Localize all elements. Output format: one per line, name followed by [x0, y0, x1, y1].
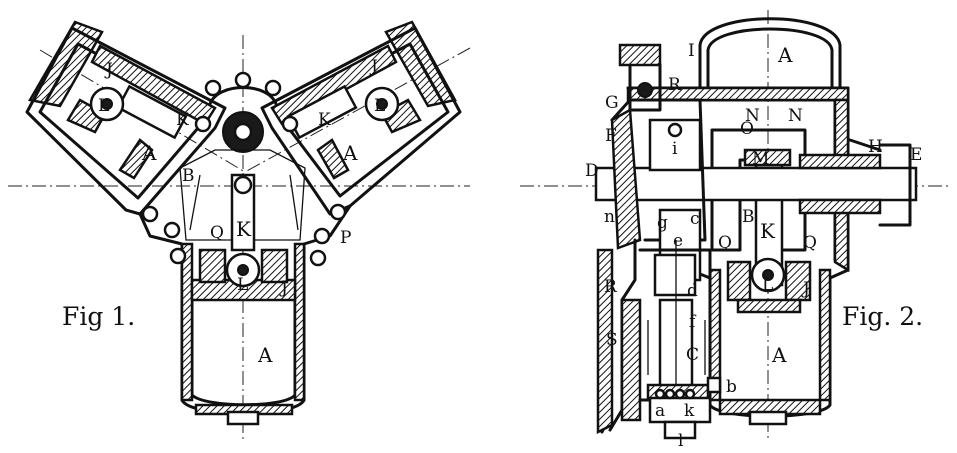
fig1-label-L-bottom: L [237, 275, 248, 295]
fig2-pump-cylinder [596, 238, 722, 440]
fig2-label-n: n [604, 207, 615, 227]
fig1-label-J-left: J [104, 60, 113, 80]
fig2-label-C: C [686, 345, 699, 365]
fig2-label-N-left: N [745, 106, 760, 126]
fig2-label-k: k [684, 401, 695, 421]
fig2-caption: Fig. 2. [842, 302, 923, 331]
figure-2: A R I G F D n N N O H E M i B g c Q K Q … [520, 10, 950, 451]
fig2-label-I: I [688, 41, 695, 61]
fig2-label-E: E [910, 145, 922, 165]
fig2-label-l: l [678, 431, 683, 451]
fig2-label-M: M [752, 149, 769, 169]
fig1-label-K-left: K [176, 110, 189, 130]
fig2-label-K: K [760, 219, 776, 243]
fig1-label-Q: Q [210, 223, 224, 243]
fig1-label-J-bottom: J [279, 278, 288, 298]
fig2-main-shaft [594, 138, 918, 227]
fig2-label-g: g [657, 213, 668, 233]
fig2-label-a: a [655, 401, 665, 421]
fig2-label-Q-right: Q [803, 233, 817, 253]
fig2-label-L: L [762, 275, 773, 295]
fig2-label-Q-left: Q [718, 233, 732, 253]
fig2-label-G: G [605, 93, 619, 113]
fig1-label-A-left: A [141, 141, 157, 165]
fig2-label-c: c [690, 209, 700, 229]
fig2-valve-chest [610, 43, 707, 282]
fig1-label-K-right: K [318, 110, 331, 130]
figure-1: J L K A B J L K A Q K L J P A Fig 1. [8, 20, 471, 440]
fig2-label-F: F [605, 126, 617, 146]
fig2-label-S: S [606, 330, 618, 350]
fig1-label-L-right: L [374, 96, 385, 116]
fig2-label-i: i [672, 139, 678, 159]
fig2-label-H: H [868, 137, 883, 157]
fig1-bolt-eyes [141, 203, 347, 267]
fig2-label-N-right: N [788, 106, 803, 126]
fig1-caption: Fig 1. [62, 302, 135, 331]
fig1-left-cylinder [25, 20, 227, 216]
fig2-label-d: d [687, 281, 698, 301]
fig2-label-e: e [673, 231, 683, 251]
fig1-crank-hub [179, 71, 306, 241]
fig1-label-A-right: A [342, 141, 358, 165]
fig2-label-b: b [726, 377, 737, 397]
fig2-label-R-left: R [604, 277, 618, 297]
fig2-label-O: O [740, 119, 754, 139]
fig2-label-A-top: A [777, 43, 793, 67]
fig2-label-B: B [742, 207, 755, 227]
fig2-top-cylinder [698, 17, 842, 90]
fig2-label-R-top: R [668, 75, 682, 95]
fig1-label-J-right: J [369, 57, 378, 77]
fig1-label-B: B [182, 166, 195, 186]
fig1-label-A-bottom: A [257, 343, 273, 367]
fig2-label-J: J [801, 279, 810, 299]
fig2-label-f: f [689, 312, 697, 332]
fig1-label-L-left: L [98, 96, 109, 116]
fig1-label-P: P [340, 228, 351, 248]
fig1-bottom-cylinder [138, 173, 352, 426]
fig2-label-A-bottom: A [771, 343, 787, 367]
fig2-label-D: D [585, 161, 599, 181]
fig1-label-K-bottom: K [236, 217, 252, 241]
